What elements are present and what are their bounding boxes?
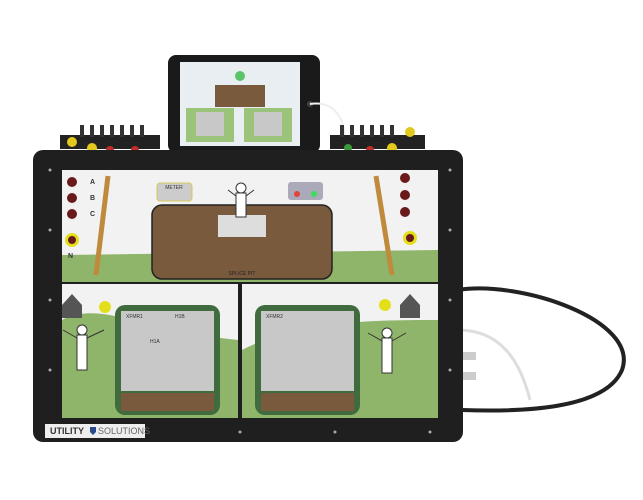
service-jack[interactable] bbox=[379, 299, 391, 311]
utility-pole-right bbox=[373, 175, 395, 276]
brand-word2: SOLUTIONS bbox=[98, 426, 150, 436]
usb-plug bbox=[462, 352, 476, 360]
house-icon bbox=[400, 294, 420, 318]
frame-screws bbox=[48, 168, 452, 434]
jack-b[interactable] bbox=[400, 190, 410, 200]
usb-plug bbox=[462, 372, 476, 380]
meter-label: METER bbox=[165, 185, 183, 191]
service-jack[interactable] bbox=[99, 301, 111, 313]
phase-b-label: B bbox=[90, 195, 95, 202]
xfmr1-label: XFMR1 bbox=[126, 314, 143, 320]
xfmr2-label: XFMR2 bbox=[266, 314, 283, 320]
phase-jacks-left: A B C N bbox=[65, 177, 95, 260]
h1a-label: H1A bbox=[150, 339, 160, 345]
brand-word1: UTILITY bbox=[50, 426, 84, 436]
splice-pit-label: SPLICE PIT bbox=[229, 271, 256, 277]
banana-plug[interactable] bbox=[67, 137, 77, 147]
phase-c-label: C bbox=[90, 211, 95, 218]
person-figure bbox=[367, 327, 407, 374]
meter-box bbox=[156, 182, 193, 202]
utility-pole-left bbox=[93, 175, 111, 276]
banana-plug[interactable] bbox=[405, 127, 415, 137]
phase-a-label: A bbox=[90, 179, 95, 186]
red-indicator-light bbox=[294, 191, 300, 197]
shield-icon bbox=[90, 427, 96, 435]
indicator-box bbox=[288, 182, 323, 200]
green-indicator-light bbox=[311, 191, 317, 197]
jack-b[interactable] bbox=[67, 193, 77, 203]
person-figure bbox=[62, 324, 105, 371]
jack-c[interactable] bbox=[67, 209, 77, 219]
usb-cable bbox=[457, 328, 532, 401]
house-icon bbox=[62, 294, 82, 318]
jack-a[interactable] bbox=[67, 177, 77, 187]
phase-jacks-right bbox=[400, 173, 417, 245]
jack-c[interactable] bbox=[400, 207, 410, 217]
connector-strip-left bbox=[60, 125, 160, 154]
power-cable bbox=[457, 286, 626, 413]
person-figure bbox=[227, 182, 255, 218]
jack-a[interactable] bbox=[400, 173, 410, 183]
tablet bbox=[168, 55, 320, 153]
phase-n-label: N bbox=[68, 253, 73, 260]
h1b-label: H1B bbox=[175, 314, 185, 320]
